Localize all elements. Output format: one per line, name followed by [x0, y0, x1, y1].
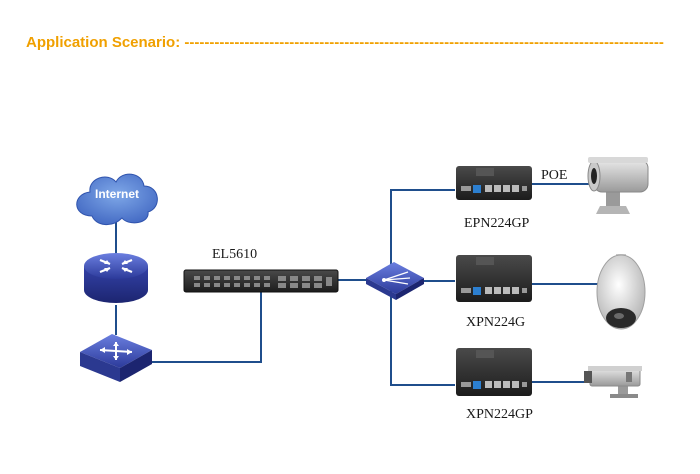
onu-epn224gp: EPN224GP: [456, 166, 532, 231]
onu-bottom-label: XPN224GP: [466, 407, 533, 422]
bullet-camera-icon: [587, 157, 649, 214]
olt-ports: [194, 276, 332, 288]
link-splitter-bottom: [390, 282, 455, 386]
poe-label: POE: [541, 168, 567, 183]
heading-rule: ----------------------------------------…: [184, 34, 664, 51]
router-icon: [84, 253, 148, 303]
link-switch-olt: [152, 291, 262, 363]
onu-mid-label: XPN224G: [466, 315, 525, 330]
olt-label: EL5610: [212, 247, 257, 262]
onu-xpn224gp: XPN224GP: [456, 348, 533, 422]
links: [115, 183, 604, 386]
dome-camera-icon: [596, 254, 646, 330]
heading: Application Scenario: ------------------…: [26, 34, 664, 51]
internet-cloud-icon: Internet: [76, 173, 158, 225]
switch-icon: [80, 334, 152, 382]
olt-device: EL5610: [183, 247, 339, 293]
internet-label: Internet: [95, 187, 139, 201]
onu-top-label: EPN224GP: [464, 216, 530, 231]
heading-title: Application Scenario:: [26, 34, 181, 51]
box-camera-icon: [584, 366, 642, 398]
optical-splitter-icon: [366, 262, 424, 300]
onu-xpn224g: XPN224G: [456, 255, 532, 330]
